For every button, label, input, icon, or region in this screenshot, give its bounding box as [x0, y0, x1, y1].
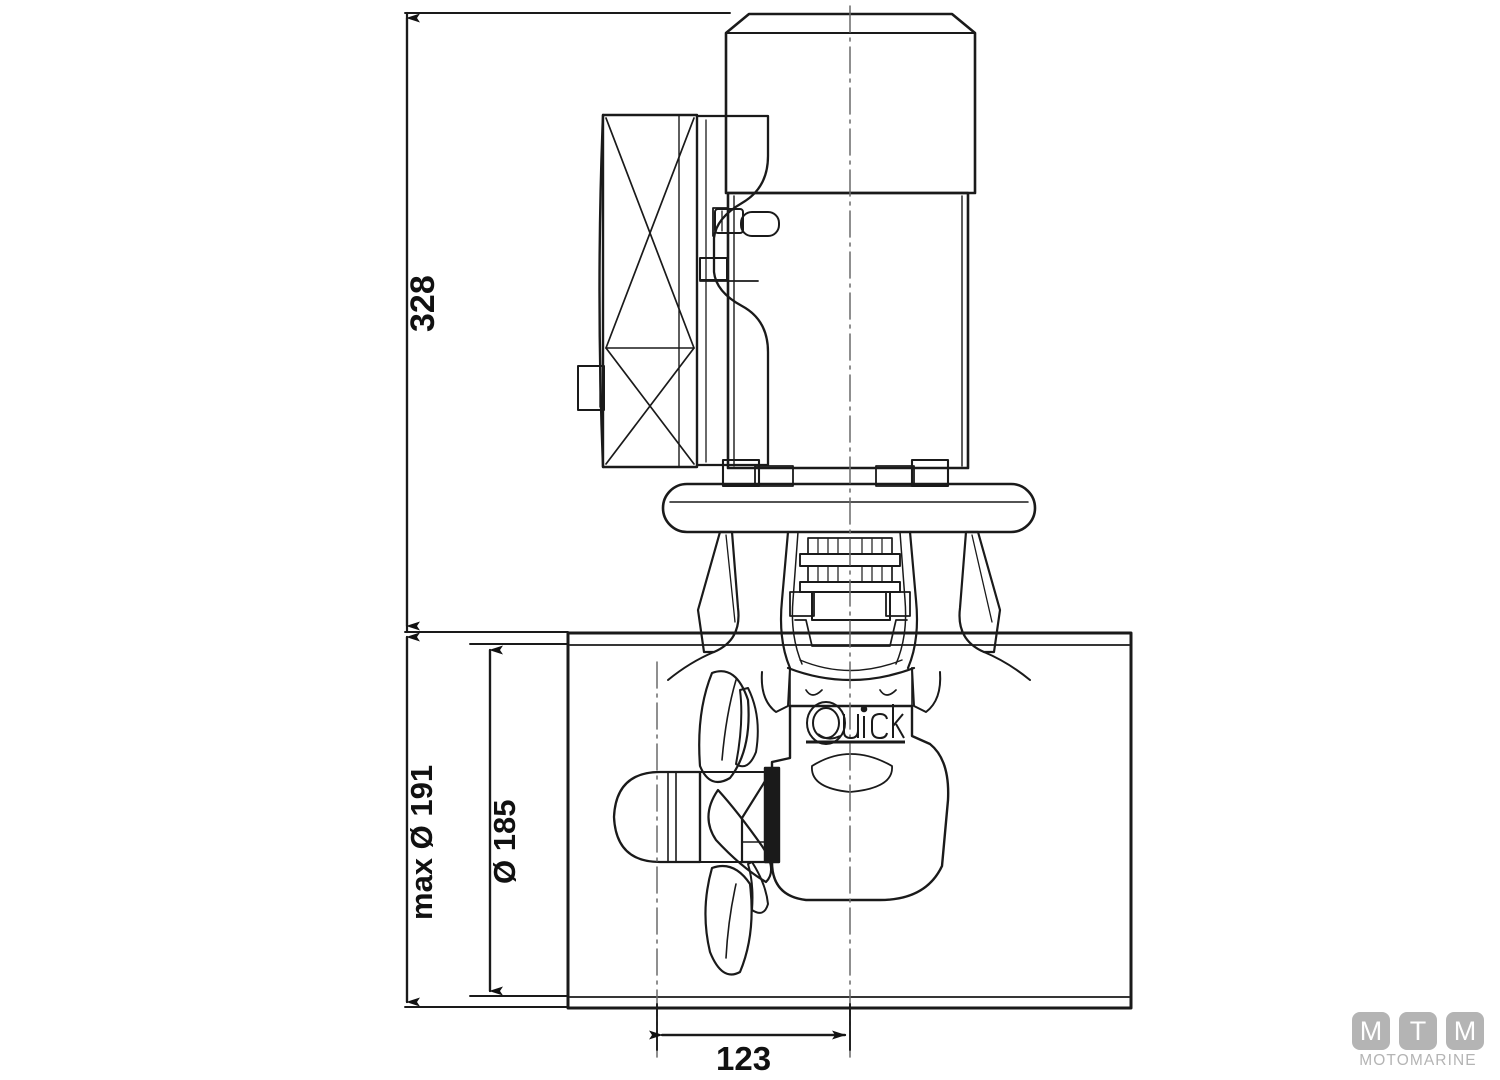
dimension-label-185: Ø 185 — [487, 799, 522, 884]
terminal-block — [699, 257, 759, 282]
quick-logo — [806, 701, 905, 745]
watermark-letter-2: T — [1409, 1016, 1427, 1046]
watermark-square-3 — [1446, 1012, 1484, 1050]
dimension-label-328: 328 — [404, 275, 442, 332]
motor-housing — [712, 12, 977, 470]
dimension-label-123: 123 — [716, 1040, 772, 1077]
watermark-square-1 — [1352, 1012, 1390, 1050]
propeller — [612, 670, 773, 976]
motomarine-watermark: M T M MOTOMARINE — [1352, 1012, 1484, 1074]
mounting-flange — [661, 458, 1037, 534]
centreline — [656, 5, 851, 1061]
motor-bracket — [695, 114, 770, 467]
dimension-label-max-191: max Ø 191 — [404, 764, 439, 920]
watermark-caption: MOTOMARINE — [1359, 1052, 1477, 1069]
relay-box — [577, 113, 699, 469]
watermark-letter-3: M — [1453, 1016, 1477, 1046]
watermark-letter-1: M — [1359, 1016, 1383, 1046]
gearbox-housing — [667, 530, 1031, 902]
cable-gland — [714, 208, 780, 237]
watermark-square-2 — [1399, 1012, 1437, 1050]
